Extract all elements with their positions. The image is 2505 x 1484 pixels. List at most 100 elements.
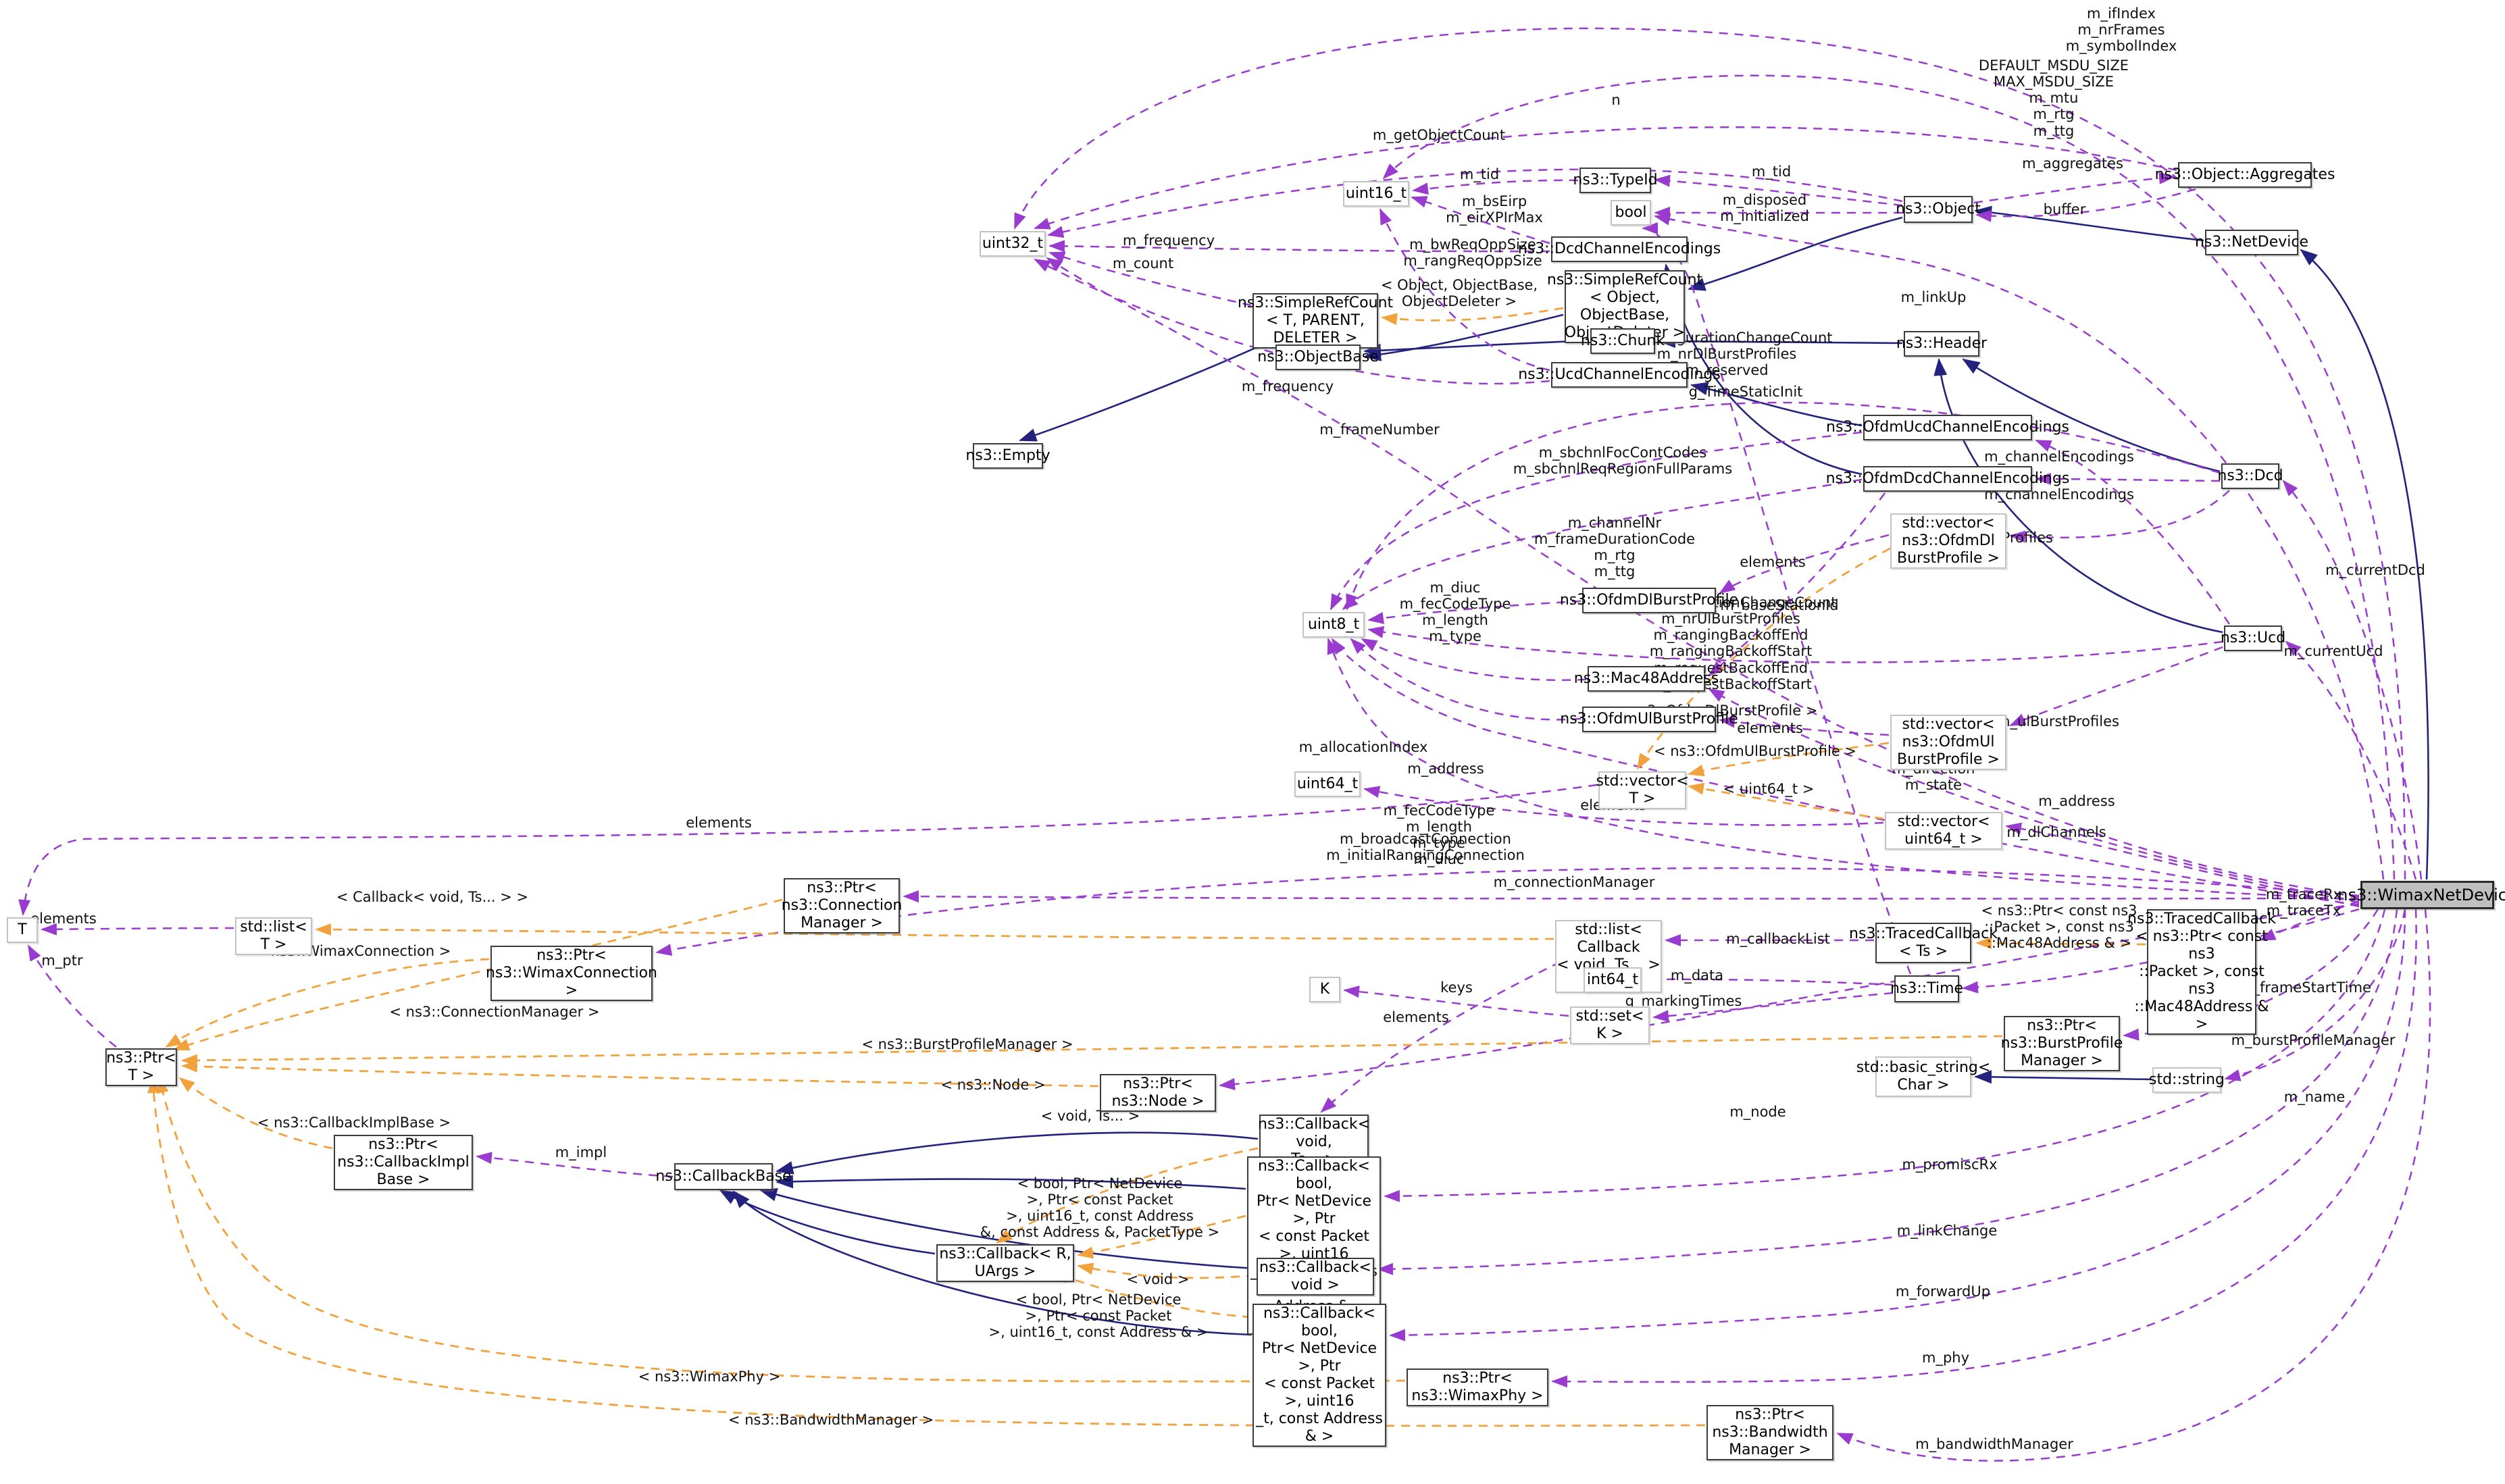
node-tcbts[interactable]: ns3::TracedCallback < Ts >	[1849, 923, 1998, 963]
node-cbvoid[interactable]: ns3::Callback< void >	[1257, 1258, 1374, 1296]
edge-srcobj-objbase	[1363, 313, 1564, 361]
node-ptrcbimpl[interactable]: ns3::Ptr< ns3::CallbackImpl Base >	[334, 1135, 473, 1190]
node-ptrbpm[interactable]: ns3::Ptr< ns3::BurstProfile Manager >	[2001, 1016, 2123, 1071]
node-tcbpkt[interactable]: ns3::TracedCallback < ns3::Ptr< const ns…	[2127, 909, 2276, 1035]
node-mac48[interactable]: ns3::Mac48Address	[1574, 666, 1719, 692]
edge-dcdenc-uint32	[1048, 240, 1550, 253]
node-cbbase[interactable]: ns3::CallbackBase	[655, 1163, 792, 1190]
edge-srct-empty	[1019, 334, 1284, 442]
node-dcdenc[interactable]: ns3::DcdChannelEncodings	[1518, 236, 1721, 262]
edge-label-fecul: m_fecCodeType m_length m_type m_uiuc	[1383, 802, 1495, 868]
node-ptrbwm[interactable]: ns3::Ptr< ns3::Bandwidth Manager >	[1706, 1405, 1833, 1460]
node-chunk[interactable]: ns3::Chunk	[1581, 328, 1665, 354]
node-empty[interactable]: ns3::Empty	[965, 443, 1051, 469]
edge-vect-t	[18, 784, 1598, 916]
edge-label-elvt: elements	[686, 815, 752, 831]
tmpl-ptrwconn-ptrt	[165, 958, 490, 1048]
edge-label-dlchannels: m_dlChannels	[2006, 824, 2106, 840]
node-vec64: std::vector< uint64_t >	[1885, 812, 2002, 850]
node-srct[interactable]: ns3::SimpleRefCount < T, PARENT, DELETER…	[1238, 293, 1393, 349]
edge-main-ptrphy	[1551, 909, 2417, 1388]
edge-label-timestatic: g_TimeStaticInit	[1688, 384, 1803, 400]
node-ptrnode[interactable]: ns3::Ptr< ns3::Node >	[1100, 1074, 1216, 1112]
edge-label-buffer: buffer	[2043, 201, 2086, 218]
node-vect: std::vector< T >	[1596, 771, 1689, 809]
node-dcd[interactable]: ns3::Dcd	[2217, 463, 2283, 489]
edge-label-chenc1: m_channelEncodings	[1984, 449, 2134, 465]
node-srcobj[interactable]: ns3::SimpleRefCount < Object, ObjectBase…	[1547, 270, 1702, 343]
edge-dcd-uint8-cfg	[1346, 401, 2221, 611]
edge-label-allocidx: m_allocationIndex	[1298, 739, 1428, 755]
edge-main-ptrbwm	[1836, 909, 2431, 1462]
edge-label-node: m_node	[1729, 1104, 1786, 1120]
node-cb5[interactable]: ns3::Callback< bool, Ptr< NetDevice >, P…	[1247, 1156, 1381, 1335]
node-objbase[interactable]: ns3::ObjectBase	[1257, 344, 1379, 370]
node-ofdmucd[interactable]: ns3::OfdmUcdChannelEncodings	[1826, 415, 2069, 440]
edge-label-tid1: m_tid	[1459, 166, 1500, 182]
node-time[interactable]: ns3::Time	[1890, 975, 1963, 1002]
edge-label-keys: keys	[1440, 979, 1473, 996]
edge-label-disposed: m_disposed m_initialized	[1720, 192, 1809, 225]
edge-label-diuc: m_diuc m_fecCodeType m_length m_type	[1399, 580, 1511, 645]
edge-vecul-ulbp	[1719, 715, 1890, 736]
edge-cbvoid-cbbase	[759, 1188, 1256, 1270]
tmpl-vecul-vect	[1688, 742, 1890, 777]
edge-label-bseirp: m_bsEirp m_eirXPIrMax	[1446, 193, 1543, 226]
node-ptrconnmgr[interactable]: ns3::Ptr< ns3::Connection Manager >	[782, 878, 902, 933]
node-ptrphy[interactable]: ns3::Ptr< ns3::WimaxPhy >	[1407, 1368, 1548, 1406]
edge-label-mptr: m_ptr	[41, 952, 83, 969]
edge-main-cbvoid	[1377, 909, 2398, 1275]
node-aggregates[interactable]: ns3::Object::Aggregates	[2155, 162, 2335, 188]
edge-label-bwreq: m_bwReqOppSize m_rangReqOppSize	[1403, 236, 1542, 270]
edge-ulbp-uint8	[1350, 638, 1582, 721]
node-ofdmdcd[interactable]: ns3::OfdmDcdChannelEncodings	[1826, 466, 2069, 492]
edge-cb5-cbbase	[776, 1175, 1246, 1190]
node-ucdenc[interactable]: ns3::UcdChannelEncodings	[1518, 362, 1721, 388]
node-header[interactable]: ns3::Header	[1896, 331, 1987, 357]
edge-main-cb4	[1389, 909, 2406, 1341]
edge-ofdmdcd-uint8	[1342, 478, 1863, 611]
edge-dcdenc-uint16	[1411, 196, 1550, 245]
edge-label-channelnr: m_channelNr m_frameDurationCode m_rtg m_…	[1534, 515, 1696, 580]
edge-label-currentdcd: m_currentDcd	[2325, 562, 2425, 578]
node-basicstr: std::basic_string< Char >	[1856, 1056, 1990, 1097]
edge-label-count: m_count	[1112, 255, 1174, 272]
tmpl-cb4-cbruargs	[1053, 1271, 1252, 1319]
edge-label-sbchnl: m_sbchnlFocContCodes m_sbchnlReqRegionFu…	[1513, 444, 1733, 478]
node-ptrwconn[interactable]: ns3::Ptr< ns3::WimaxConnection >	[486, 946, 657, 1001]
edge-label-promiscrx: m_promiscRx	[1902, 1156, 1998, 1173]
node-ptrt[interactable]: ns3::Ptr< T >	[105, 1048, 177, 1086]
edge-aggregates-uint32	[1034, 126, 2177, 230]
edge-ucd-header	[1933, 358, 2223, 634]
edge-main-uint8-alloc	[1327, 638, 2360, 901]
edge-ucdenc-uint16	[1379, 208, 1550, 372]
edge-label-impl: m_impl	[555, 1144, 607, 1160]
node-int64: int64_t	[1584, 967, 1642, 993]
edge-typeid-uint16	[1412, 179, 1579, 195]
edge-label-tmpllistcb: < Callback< void, Ts... > >	[336, 889, 529, 905]
edge-main-bool	[1654, 213, 2385, 880]
node-netdevice[interactable]: ns3::NetDevice	[2195, 230, 2308, 255]
edge-label-forwardup: m_forwardUp	[1895, 1283, 1991, 1300]
tmpl-vec64-vect	[1688, 782, 1884, 820]
edge-object-typeid	[1654, 174, 1903, 207]
edge-chunk-objbase	[1363, 339, 1590, 357]
tmpl-cbvoid-cbruargs	[1077, 1262, 1256, 1279]
edge-label-freq2: m_frequency	[1241, 378, 1334, 394]
node-typeid[interactable]: ns3::TypeId	[1573, 168, 1658, 193]
edge-label-ulprofiles: m_ulBurstProfiles	[1996, 713, 2119, 730]
tmpl-ptrphy-ptrt	[156, 1077, 1406, 1383]
node-cbruargs[interactable]: ns3::Callback< R, UArgs >	[936, 1244, 1074, 1282]
edge-ptrt-t	[27, 944, 117, 1048]
node-ulbp[interactable]: ns3::OfdmUlBurstProfile	[1560, 707, 1738, 732]
edge-main-ptrwconn	[655, 867, 2360, 956]
edge-object-uint32	[1047, 168, 1903, 238]
node-ucd[interactable]: ns3::Ucd	[2221, 625, 2285, 651]
node-dlbp[interactable]: ns3::OfdmDlBurstProfile	[1560, 588, 1738, 613]
node-object[interactable]: ns3::Object	[1896, 196, 1981, 223]
edge-label-name: m_name	[2283, 1089, 2346, 1105]
edge-cbbase-ptrcbimpl	[476, 1152, 674, 1178]
edge-label-freq1: m_frequency	[1122, 232, 1215, 249]
node-cb4[interactable]: ns3::Callback< bool, Ptr< NetDevice >, P…	[1252, 1304, 1386, 1447]
